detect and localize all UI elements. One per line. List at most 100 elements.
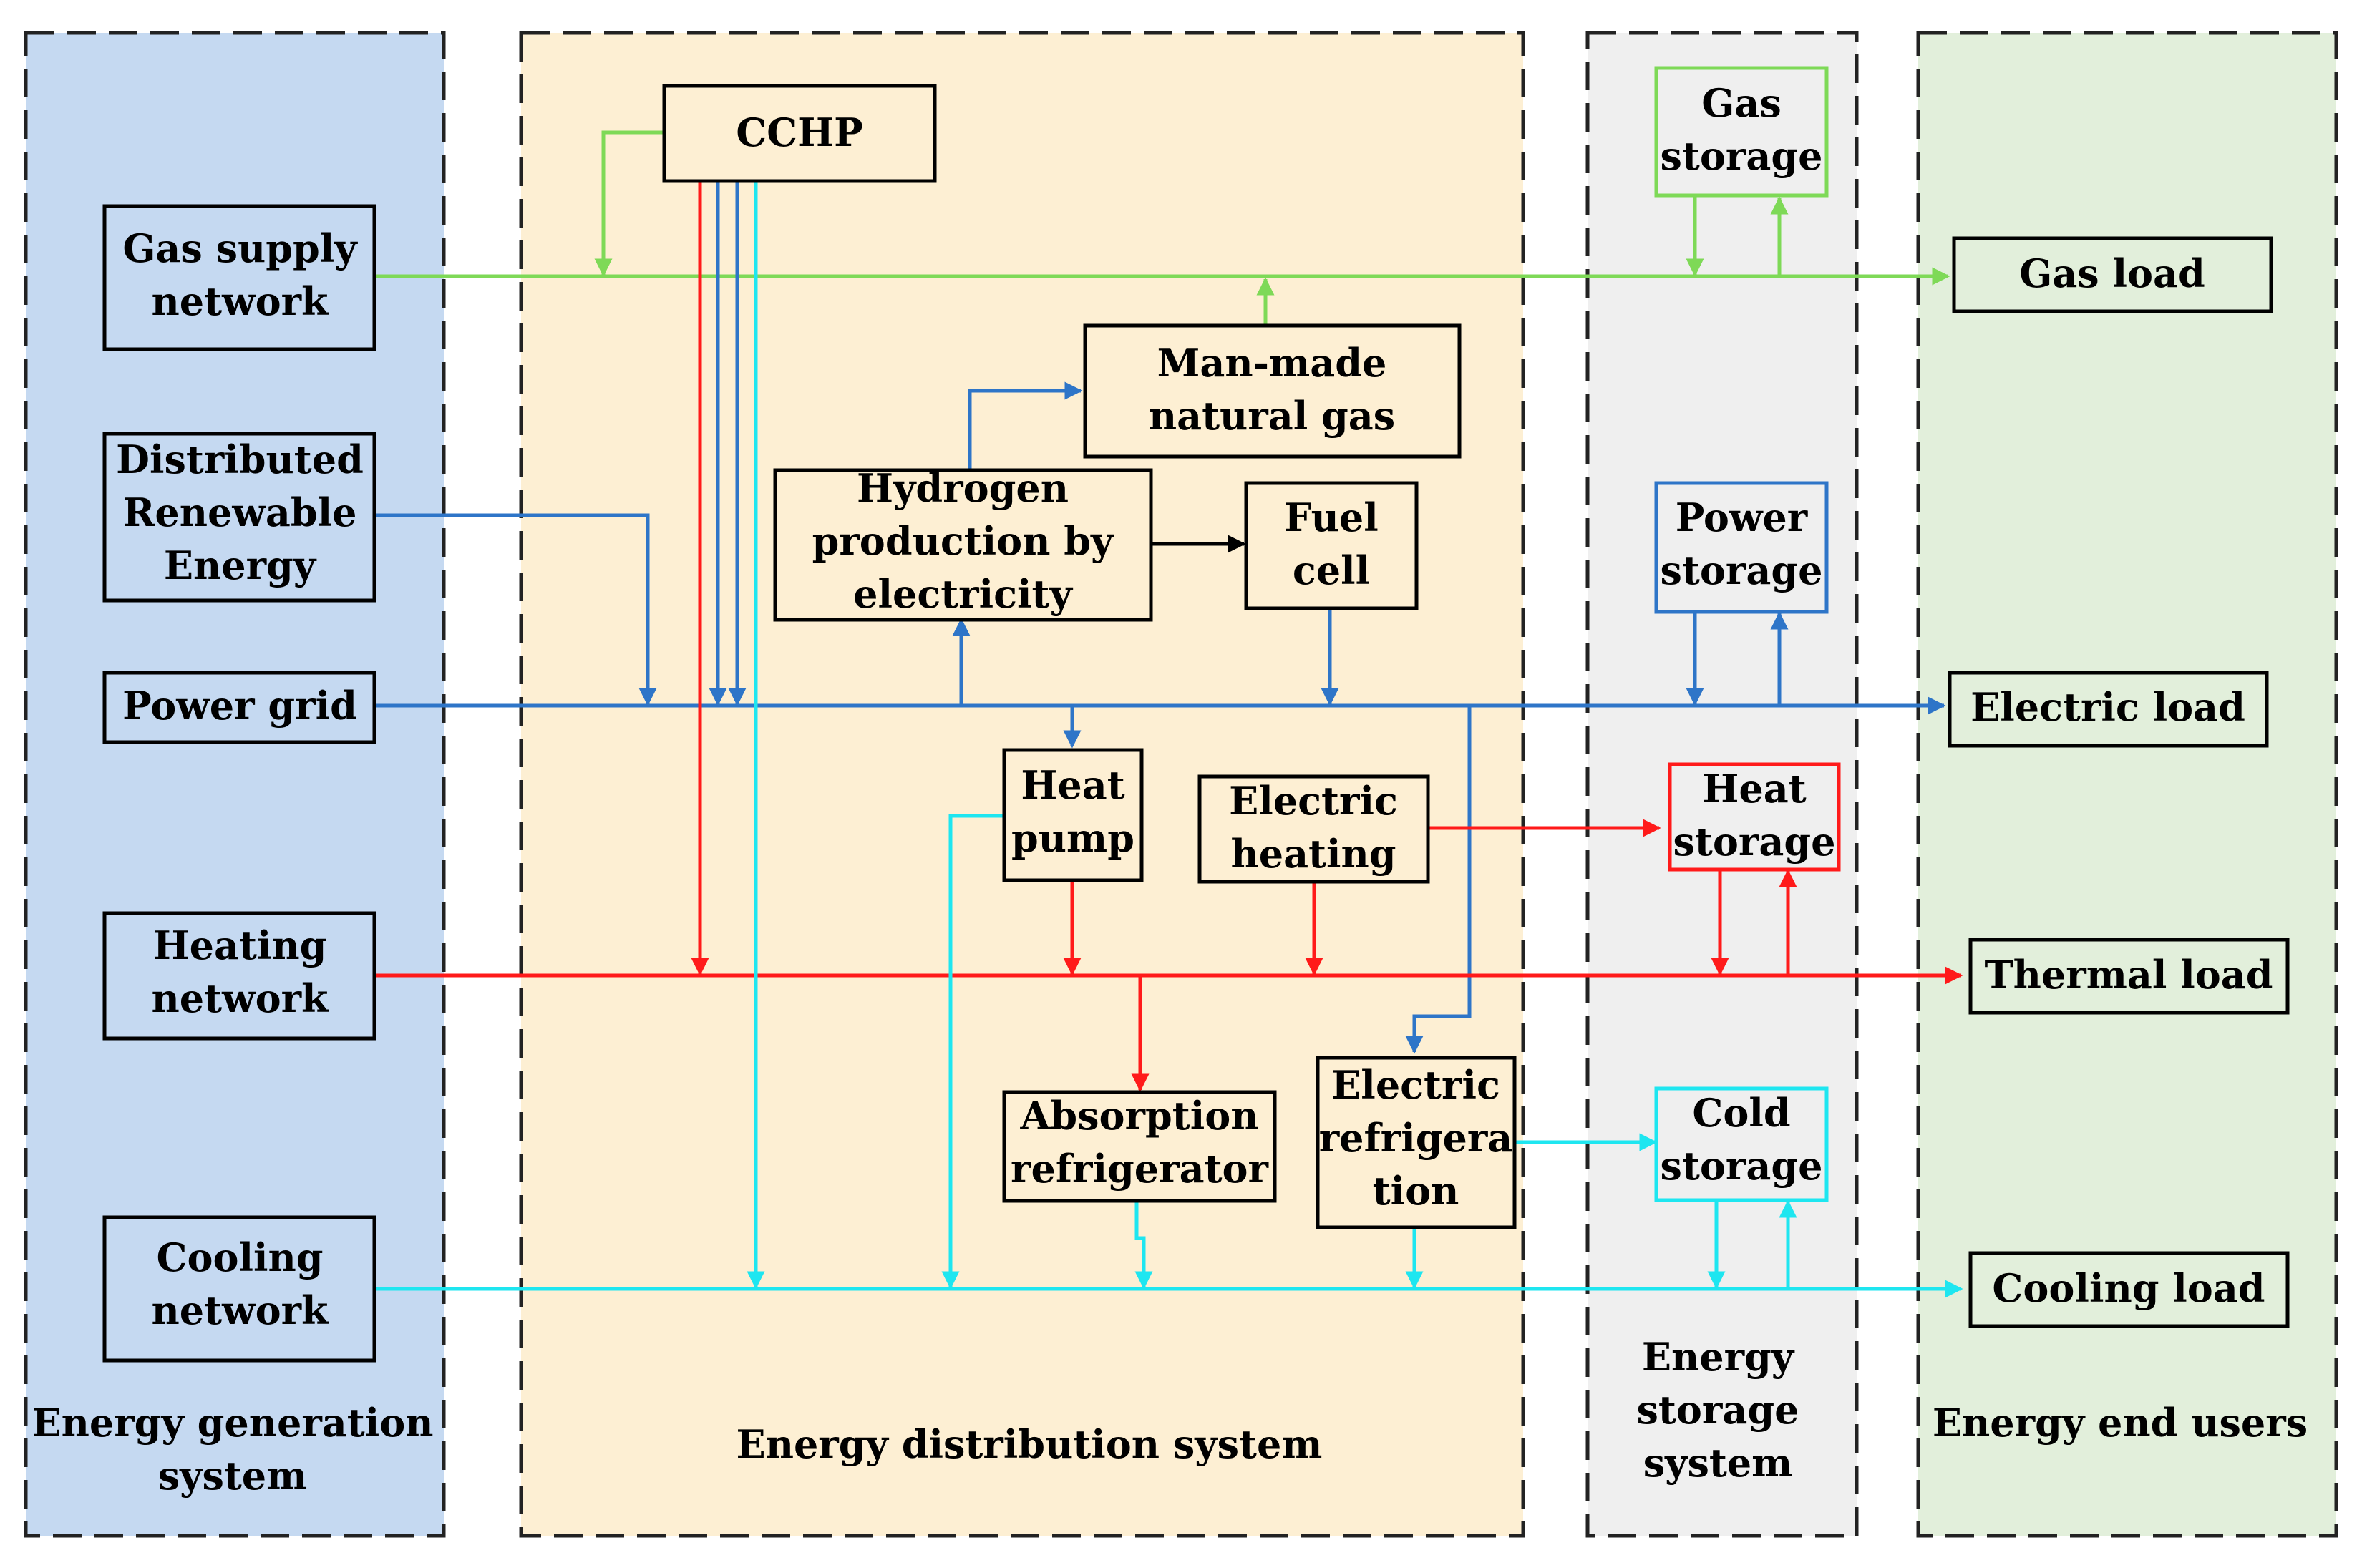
gas-supply-network-label: Gas supply network xyxy=(122,225,358,324)
text-line: network xyxy=(152,1287,330,1333)
node-cooling-load: Cooling load xyxy=(1968,1251,2290,1328)
panel-label-energy-generation: Energy generation system xyxy=(31,1400,433,1499)
text-line: refrigera xyxy=(1319,1115,1513,1161)
node-power-grid: Power grid xyxy=(102,671,376,744)
text-line: Renewable xyxy=(123,490,357,535)
heat-flows xyxy=(374,181,1963,1092)
node-gas-load: Gas load xyxy=(1952,236,2273,313)
text-line: Energy end users xyxy=(1933,1400,2308,1446)
text-line: storage xyxy=(1637,1387,1799,1433)
text-line: Gas supply xyxy=(122,225,358,271)
electric-heating-label: Electric heating xyxy=(1229,778,1398,877)
cooling-network-label: Cooling network xyxy=(152,1235,330,1333)
node-electric-heating: Electric heating xyxy=(1197,774,1430,884)
text-line: pump xyxy=(1011,815,1134,861)
node-cold-storage: Cold storage xyxy=(1654,1086,1829,1202)
text-line: CCHP xyxy=(736,109,863,155)
heat-storage-label: Heat storage xyxy=(1673,766,1836,865)
thermal-load-label: Thermal load xyxy=(1985,952,2273,998)
heat-pump-label: Heat pump xyxy=(1011,762,1134,861)
panel-label-energy-storage: Energy storage system xyxy=(1637,1334,1799,1486)
text-line: system xyxy=(158,1453,308,1499)
gas-load-label: Gas load xyxy=(2019,250,2205,296)
hydrogen-to-man-made-gas xyxy=(968,381,1083,469)
panel-label-energy-distribution: Energy distribution system xyxy=(737,1421,1323,1467)
node-gas-supply-network: Gas supply network xyxy=(102,204,376,351)
text-line: Electric load xyxy=(1970,684,2245,730)
node-cchp: CCHP xyxy=(662,84,937,183)
text-line: Energy distribution system xyxy=(737,1421,1323,1467)
text-line: Electric xyxy=(1331,1062,1500,1108)
node-heat-storage: Heat storage xyxy=(1668,762,1841,872)
gas-flows xyxy=(374,130,1950,324)
text-line: network xyxy=(152,278,330,324)
text-line: Heat xyxy=(1702,766,1806,812)
electric-load-label: Electric load xyxy=(1970,684,2245,730)
text-line: system xyxy=(1643,1440,1793,1486)
text-line: Absorption xyxy=(1019,1093,1258,1139)
text-line: Gas load xyxy=(2019,250,2205,296)
fuel-cell-label: Fuel cell xyxy=(1284,495,1379,593)
text-line: Power xyxy=(1676,495,1808,540)
text-line: Man-made xyxy=(1157,340,1387,386)
text-line: storage xyxy=(1661,133,1823,179)
power-storage-label: Power storage xyxy=(1661,495,1823,593)
cchp-label: CCHP xyxy=(736,109,863,155)
text-line: Energy generation xyxy=(31,1400,433,1446)
text-line: Cold xyxy=(1692,1090,1790,1136)
panel-energy-distribution: Energy distribution system xyxy=(519,31,1525,1538)
heat-pump-to-cooling-bus xyxy=(941,814,1003,1290)
node-fuel-cell: Fuel cell xyxy=(1244,481,1419,610)
node-electric-refrigeration: Electric refrigera tion xyxy=(1316,1056,1517,1229)
power-flows xyxy=(374,181,1946,1054)
text-line: Cooling load xyxy=(1992,1265,2265,1311)
node-electric-load: Electric load xyxy=(1948,671,2269,748)
text-line: Fuel xyxy=(1284,495,1379,540)
node-gas-storage: Gas storage xyxy=(1654,66,1829,198)
renewable-to-power-bus xyxy=(374,513,657,706)
panel-label-energy-end-users: Energy end users xyxy=(1933,1400,2308,1446)
cold-storage-label: Cold storage xyxy=(1661,1090,1823,1189)
absorption-refrigerator-to-cooling-bus xyxy=(1134,1201,1153,1290)
text-line: storage xyxy=(1673,819,1836,865)
text-line: Energy xyxy=(1642,1334,1795,1380)
text-line: Energy xyxy=(164,542,317,588)
man-made-natural-gas-label: Man-made natural gas xyxy=(1149,340,1395,439)
cooling-flows xyxy=(374,181,1963,1298)
text-line: Gas xyxy=(1701,80,1782,126)
text-line: natural gas xyxy=(1149,393,1395,439)
text-line: tion xyxy=(1373,1168,1459,1214)
text-line: storage xyxy=(1661,1143,1823,1189)
text-line: Heat xyxy=(1021,762,1124,808)
electric-refrigeration-label: Electric refrigera tion xyxy=(1319,1062,1513,1214)
text-line: Cooling xyxy=(156,1235,323,1280)
text-line: network xyxy=(152,975,330,1021)
cchp-to-gas-bus xyxy=(594,130,664,277)
gas-storage-label: Gas storage xyxy=(1661,80,1823,179)
power-bus-to-electric-refrigeration xyxy=(1405,706,1472,1054)
text-line: Hydrogen xyxy=(857,465,1069,511)
text-line: Power grid xyxy=(122,683,357,729)
node-heating-network: Heating network xyxy=(102,911,376,1041)
text-line: cell xyxy=(1293,547,1370,593)
text-line: storage xyxy=(1661,547,1823,593)
text-line: Electric xyxy=(1229,778,1398,824)
panel-energy-end-users: Energy end users xyxy=(1916,31,2338,1538)
heating-network-label: Heating network xyxy=(152,922,330,1021)
node-man-made-natural-gas: Man-made natural gas xyxy=(1083,323,1462,459)
text-line: Heating xyxy=(153,922,327,968)
node-power-storage: Power storage xyxy=(1654,481,1829,614)
node-heat-pump: Heat pump xyxy=(1002,748,1144,882)
node-thermal-load: Thermal load xyxy=(1968,938,2290,1015)
text-line: heating xyxy=(1230,831,1396,877)
power-grid-label: Power grid xyxy=(122,683,357,729)
node-cooling-network: Cooling network xyxy=(102,1215,376,1363)
text-line: Thermal load xyxy=(1985,952,2273,998)
